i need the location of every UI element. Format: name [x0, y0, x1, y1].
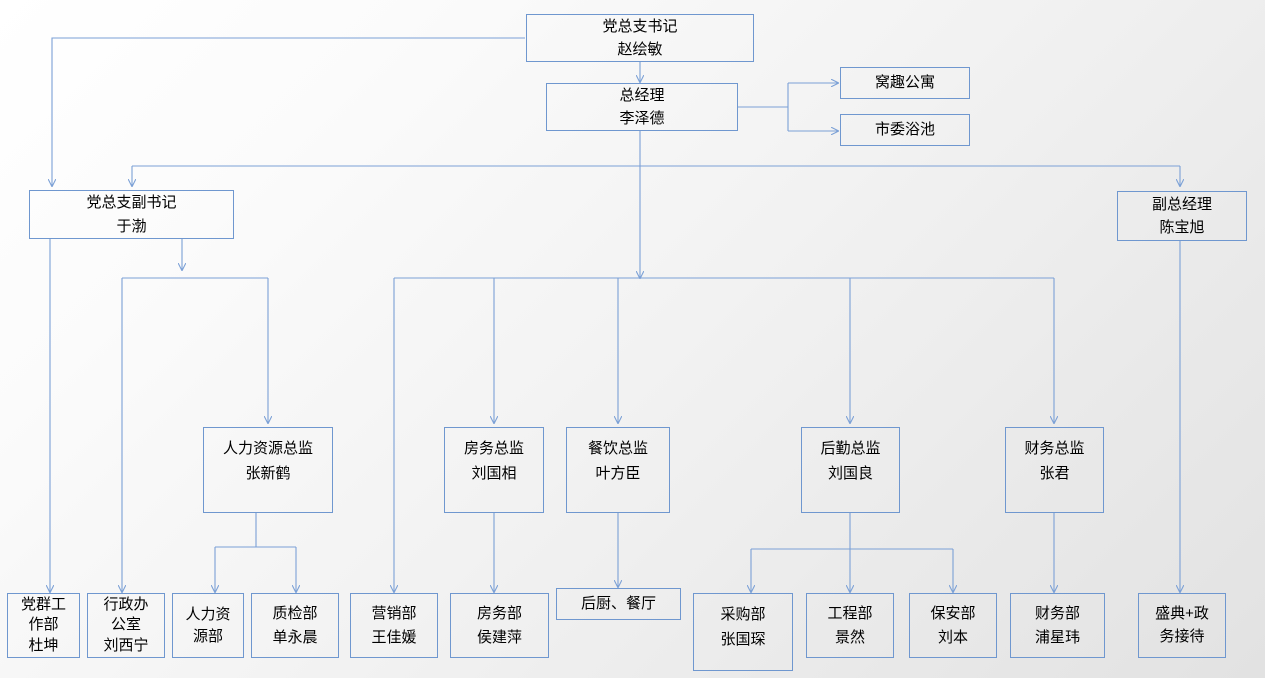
node-title: 总经理	[619, 87, 665, 104]
node-person: 景然	[834, 629, 865, 647]
node-ceremony-gov-reception[interactable]: 盛典+政 务接待	[1138, 593, 1226, 658]
node-general-manager[interactable]: 总经理 李泽德	[546, 83, 738, 131]
node-rooms-dept[interactable]: 房务部 侯建萍	[450, 593, 549, 658]
node-title: 餐饮总监	[587, 440, 648, 458]
node-finance-director[interactable]: 财务总监 张君	[1005, 427, 1104, 513]
node-marketing-dept[interactable]: 营销部 王佳媛	[350, 593, 438, 658]
node-title-line1: 党群工	[20, 596, 66, 614]
node-woqu-apartment[interactable]: 窝趣公寓	[840, 67, 970, 99]
node-title: 党总支副书记	[86, 194, 177, 212]
node-title: 财务总监	[1024, 440, 1085, 458]
node-person: 刘本	[937, 629, 968, 647]
node-title: 房务总监	[463, 440, 524, 458]
node-person: 张国琛	[720, 630, 766, 648]
node-party-secretary[interactable]: 党总支书记 赵绘敏	[526, 14, 754, 62]
node-title: 质检部	[272, 604, 318, 622]
node-title: 后勤总监	[820, 440, 881, 458]
node-title-line1: 盛典+政	[1155, 605, 1209, 622]
node-engineering-dept[interactable]: 工程部 景然	[806, 593, 894, 658]
node-title-line1: 行政办	[103, 596, 149, 614]
node-person: 刘西宁	[103, 636, 149, 654]
node-title: 工程部	[827, 604, 873, 622]
node-party-mass-work-dept[interactable]: 党群工 作部 杜坤	[7, 593, 80, 658]
node-person: 刘国相	[471, 464, 517, 482]
node-deputy-general-manager[interactable]: 副总经理 陈宝旭	[1117, 191, 1247, 241]
node-deputy-party-secretary[interactable]: 党总支副书记 于渤	[29, 190, 234, 239]
node-person: 浦星玮	[1034, 629, 1080, 647]
node-title: 市委浴池	[874, 121, 935, 139]
node-title: 党总支书记	[602, 18, 678, 35]
node-title: 保安部	[930, 604, 976, 622]
node-security-dept[interactable]: 保安部 刘本	[909, 593, 997, 658]
node-person: 李泽德	[619, 110, 665, 128]
node-qc-dept[interactable]: 质检部 单永晨	[251, 593, 339, 658]
node-title: 房务部	[476, 604, 522, 622]
node-person: 陈宝旭	[1159, 219, 1205, 237]
node-person: 叶方臣	[595, 464, 641, 482]
node-purchasing-dept[interactable]: 采购部 张国琛	[693, 593, 793, 671]
node-person: 杜坤	[28, 636, 59, 654]
node-finance-dept[interactable]: 财务部 浦星玮	[1010, 593, 1105, 658]
node-admin-office[interactable]: 行政办 公室 刘西宁	[87, 593, 165, 658]
node-person: 刘国良	[827, 464, 873, 482]
node-title: 采购部	[720, 606, 766, 624]
node-title: 后厨、餐厅	[580, 595, 656, 613]
node-title-line2: 务接待	[1159, 627, 1205, 645]
node-rooms-director[interactable]: 房务总监 刘国相	[444, 427, 544, 513]
node-person: 王佳媛	[371, 629, 417, 647]
node-fnb-director[interactable]: 餐饮总监 叶方臣	[566, 427, 670, 513]
node-hr-dept[interactable]: 人力资 源部	[172, 593, 244, 658]
node-person: 张新鹤	[245, 464, 291, 482]
node-logistics-director[interactable]: 后勤总监 刘国良	[801, 427, 900, 513]
node-title-line2: 作部	[28, 616, 59, 634]
node-title: 财务部	[1034, 604, 1080, 622]
node-person: 单永晨	[272, 629, 318, 647]
node-title: 人力资源总监	[222, 440, 313, 458]
node-kitchen-restaurant[interactable]: 后厨、餐厅	[556, 588, 681, 620]
node-title: 副总经理	[1151, 195, 1212, 213]
node-title-line2: 源部	[192, 627, 223, 645]
node-person: 侯建萍	[476, 629, 522, 647]
node-person: 赵绘敏	[617, 41, 663, 59]
node-title-line1: 人力资	[185, 605, 231, 623]
node-title: 营销部	[371, 604, 417, 622]
node-person: 于渤	[116, 217, 147, 235]
node-hr-director[interactable]: 人力资源总监 张新鹤	[203, 427, 333, 513]
node-person: 张君	[1039, 464, 1070, 482]
node-city-bathhouse[interactable]: 市委浴池	[840, 114, 970, 146]
node-title-line2: 公室	[110, 616, 141, 634]
node-title: 窝趣公寓	[874, 74, 935, 92]
